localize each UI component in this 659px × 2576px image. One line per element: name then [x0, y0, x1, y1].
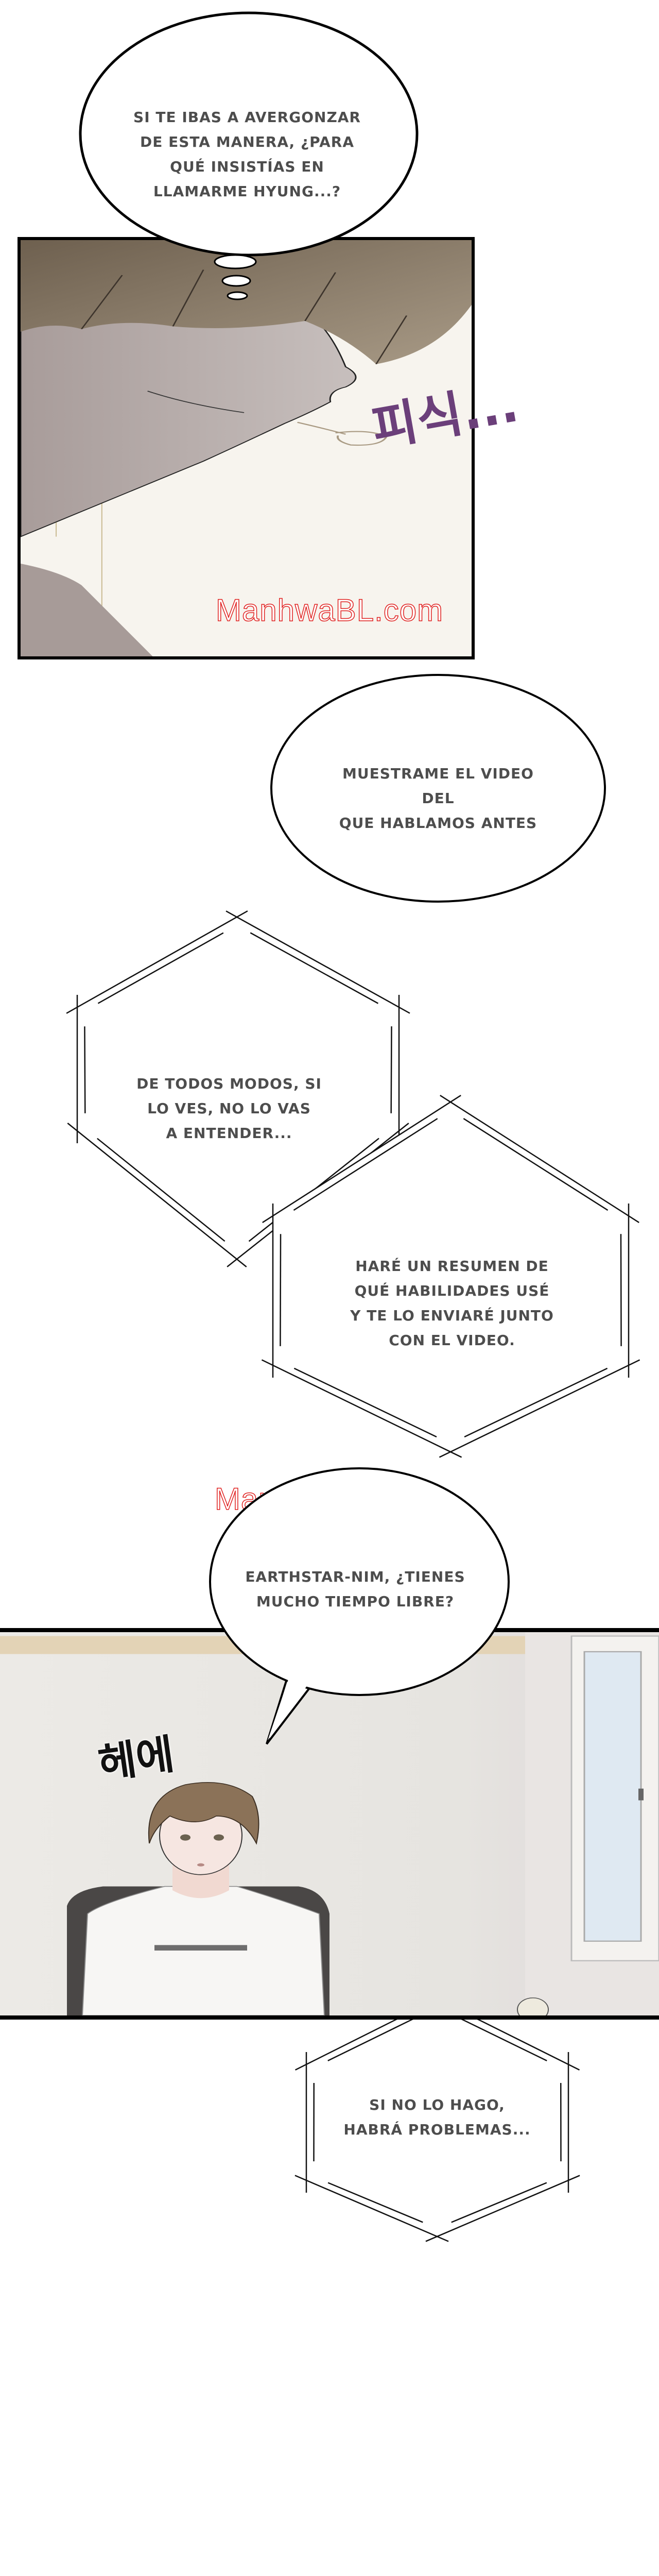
hexagon-line [226, 910, 410, 1014]
profile-illustration [21, 240, 472, 656]
hexagon-line [440, 1095, 639, 1223]
narration-text-2: HARÉ UN RESUMEN DE QUÉ HABILIDADES USÉ Y… [350, 1258, 554, 1349]
shoulder [21, 563, 153, 656]
hexagon-line [294, 2175, 449, 2242]
hexagon-line [327, 2182, 423, 2223]
hexagon-narration-boxes [66, 910, 640, 2242]
hexagon-line [261, 1359, 462, 1458]
hair [148, 1782, 259, 1845]
dialogue-text: SI TE IBAS A AVERGONZAR DE ESTA MANERA, … [133, 109, 361, 200]
hexagon-line [293, 1118, 438, 1211]
character [67, 1782, 330, 2015]
exhale-mark [297, 421, 388, 446]
dialogue-text: MUESTRAME EL VIDEO DEL QUE HABLAMOS ANTE… [339, 765, 537, 832]
window [570, 1635, 659, 1961]
panel-1 [18, 237, 475, 659]
hexagon-box-2 [261, 1095, 640, 1458]
face-profile [21, 293, 357, 537]
hexagon-line [464, 1367, 608, 1438]
hexagon-line [97, 932, 224, 1004]
hexagon-line [451, 2182, 547, 2223]
dialogue-text: EARTHSTAR-NIM, ¿TIENES MUCHO TIEMPO LIBR… [245, 1568, 465, 1610]
comic-page: SI TE IBAS A AVERGONZAR DE ESTA MANERA, … [0, 11, 659, 2242]
hexagon-line [97, 1138, 226, 1242]
hexagon-line [84, 1026, 86, 1113]
narration-text-3: SI NO LO HAGO, HABRÁ PROBLEMAS... [343, 2096, 531, 2138]
hexagon-line [425, 2175, 580, 2242]
thought-dot [214, 254, 257, 269]
speech-bubble-3 [209, 1467, 510, 1745]
hexagon-line [327, 2013, 424, 2061]
sfx-text: 헤에 [95, 1730, 177, 1788]
hexagon-line [390, 1026, 392, 1113]
hexagon-line [67, 1122, 247, 1268]
t-shirt [81, 1886, 325, 2015]
thought-dot [221, 275, 251, 287]
watermark: ManhwaBL.com [215, 592, 444, 628]
hexagon-box-1 [66, 910, 410, 1268]
hexagon-line [450, 2013, 547, 2062]
hexagon-line [293, 1367, 437, 1438]
hair [21, 240, 472, 364]
hexagon-box-3 [294, 1993, 580, 2242]
speech-bubble-1 [79, 11, 419, 300]
hexagon-line [262, 1095, 461, 1223]
hexagon-line [463, 1118, 609, 1211]
hexagon-line [250, 932, 379, 1004]
hexagon-line [280, 1234, 282, 1346]
hexagon-line [439, 1359, 640, 1458]
narration-text-1: DE TODOS MODOS, SI LO VES, NO LO VAS A E… [136, 1075, 322, 1142]
speech-bubble-2 [270, 674, 606, 903]
hexagon-line [66, 910, 248, 1014]
thought-dot [227, 291, 248, 300]
